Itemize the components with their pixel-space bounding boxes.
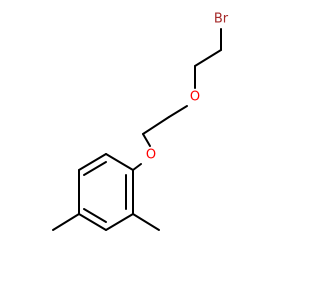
bond-c-c-upper <box>194 49 222 67</box>
bond-c-o-lower <box>142 133 151 147</box>
bond-o-c-middle <box>168 105 188 118</box>
structure-canvas: Br O O <box>52 12 229 231</box>
methyl-bond-right <box>132 213 160 231</box>
methyl-bond-left <box>52 213 80 231</box>
bond-c-c-middle <box>142 116 170 135</box>
ring-bond-2 <box>105 213 134 231</box>
ring-bond-5 <box>78 153 107 171</box>
bond-o-aryl <box>132 163 142 171</box>
aryl-oxygen-label: O <box>146 148 156 163</box>
ring-bond-3-inner <box>83 208 107 223</box>
ring-bond-5-inner <box>83 161 107 176</box>
bromine-atom-label: Br <box>214 12 229 27</box>
ring-bond-3 <box>78 213 107 231</box>
ether-oxygen-label: O <box>190 90 200 105</box>
ring-bond-6 <box>105 153 134 171</box>
molecule-diagram: Br O O <box>52 12 229 231</box>
